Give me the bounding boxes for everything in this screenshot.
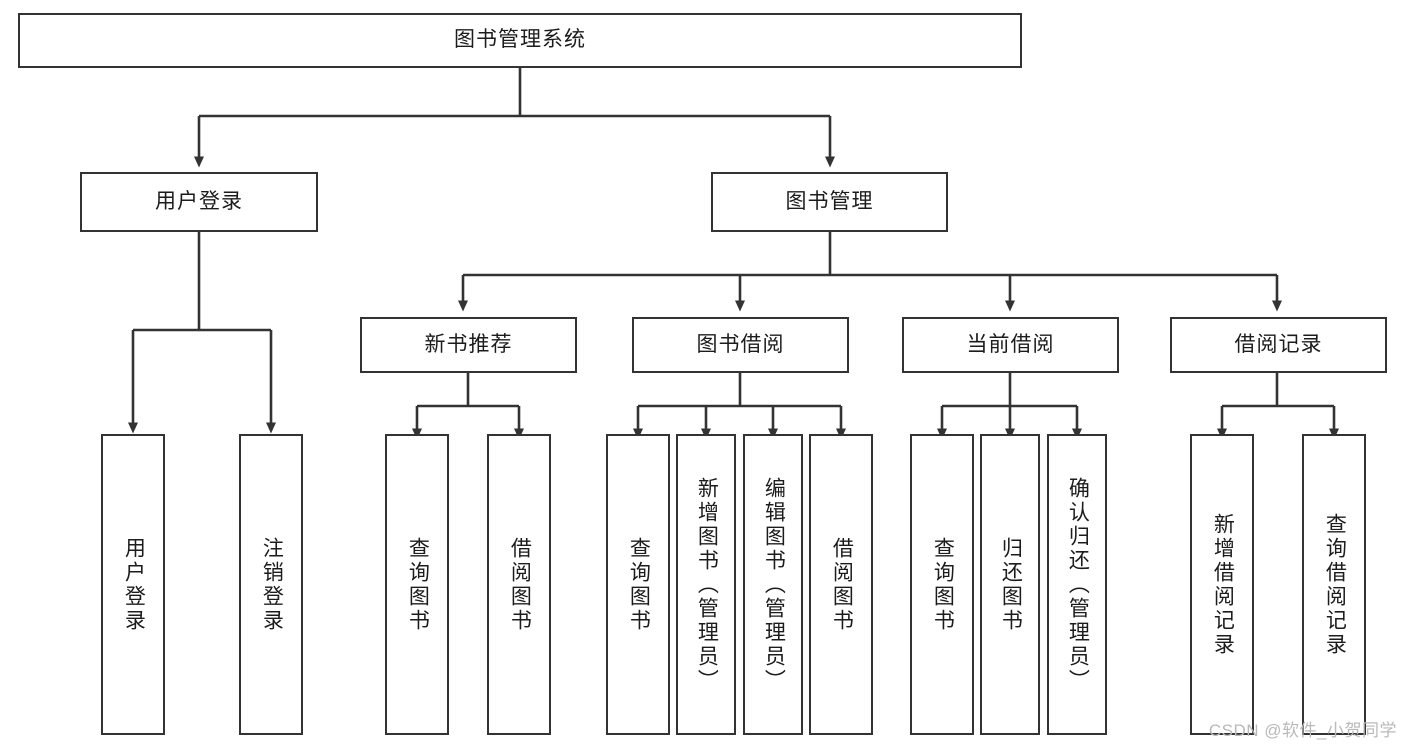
node-label: 归还图书 [999,536,1023,633]
csdn-watermark: CSDN @软件_小贺同学 [1208,721,1397,740]
node-label: 注销登录 [260,536,284,633]
node-label: 借阅记录 [1234,332,1323,356]
node-label: 确认归还（管理员） [1066,476,1090,693]
leaf-borrow-query-book[interactable]: 查询图书 [606,434,670,735]
leaf-new-book-query[interactable]: 查询图书 [385,434,449,735]
node-label: 新增借阅记录 [1211,512,1235,657]
leaf-record-query[interactable]: 查询借阅记录 [1302,434,1366,735]
node-current-borrow[interactable]: 当前借阅 [902,317,1119,373]
node-label: 查询图书 [627,536,651,633]
node-label: 借阅图书 [830,536,854,633]
node-label: 编辑图书（管理员） [762,476,786,693]
node-label: 当前借阅 [966,332,1055,356]
node-borrow-record[interactable]: 借阅记录 [1170,317,1387,373]
node-label: 用户登录 [122,536,146,633]
leaf-user-login-logout[interactable]: 注销登录 [239,434,303,735]
leaf-record-add[interactable]: 新增借阅记录 [1190,434,1254,735]
node-label: 用户登录 [155,189,243,213]
leaf-user-login-login[interactable]: 用户登录 [101,434,165,735]
node-label: 借阅图书 [508,536,532,633]
leaf-current-return-book[interactable]: 归还图书 [980,434,1040,735]
leaf-borrow-add-book[interactable]: 新增图书（管理员） [676,434,736,735]
node-label: 新增图书（管理员） [695,476,719,693]
node-label: 图书借阅 [696,332,785,356]
node-user-login[interactable]: 用户登录 [80,172,318,232]
node-new-book-recommend[interactable]: 新书推荐 [360,317,577,373]
leaf-borrow-borrow-book[interactable]: 借阅图书 [809,434,873,735]
node-label: 新书推荐 [424,332,513,356]
node-book-borrow[interactable]: 图书借阅 [632,317,849,373]
node-label: 查询借阅记录 [1323,512,1347,657]
leaf-current-query-book[interactable]: 查询图书 [910,434,974,735]
node-label: 图书管理 [785,189,874,213]
node-label: 查询图书 [931,536,955,633]
leaf-current-confirm-return[interactable]: 确认归还（管理员） [1047,434,1107,735]
leaf-borrow-edit-book[interactable]: 编辑图书（管理员） [743,434,803,735]
node-book-management[interactable]: 图书管理 [711,172,948,232]
node-label: 图书管理系统 [454,28,586,52]
node-label: 查询图书 [406,536,430,633]
node-root-system[interactable]: 图书管理系统 [18,13,1022,68]
leaf-new-book-borrow[interactable]: 借阅图书 [487,434,551,735]
